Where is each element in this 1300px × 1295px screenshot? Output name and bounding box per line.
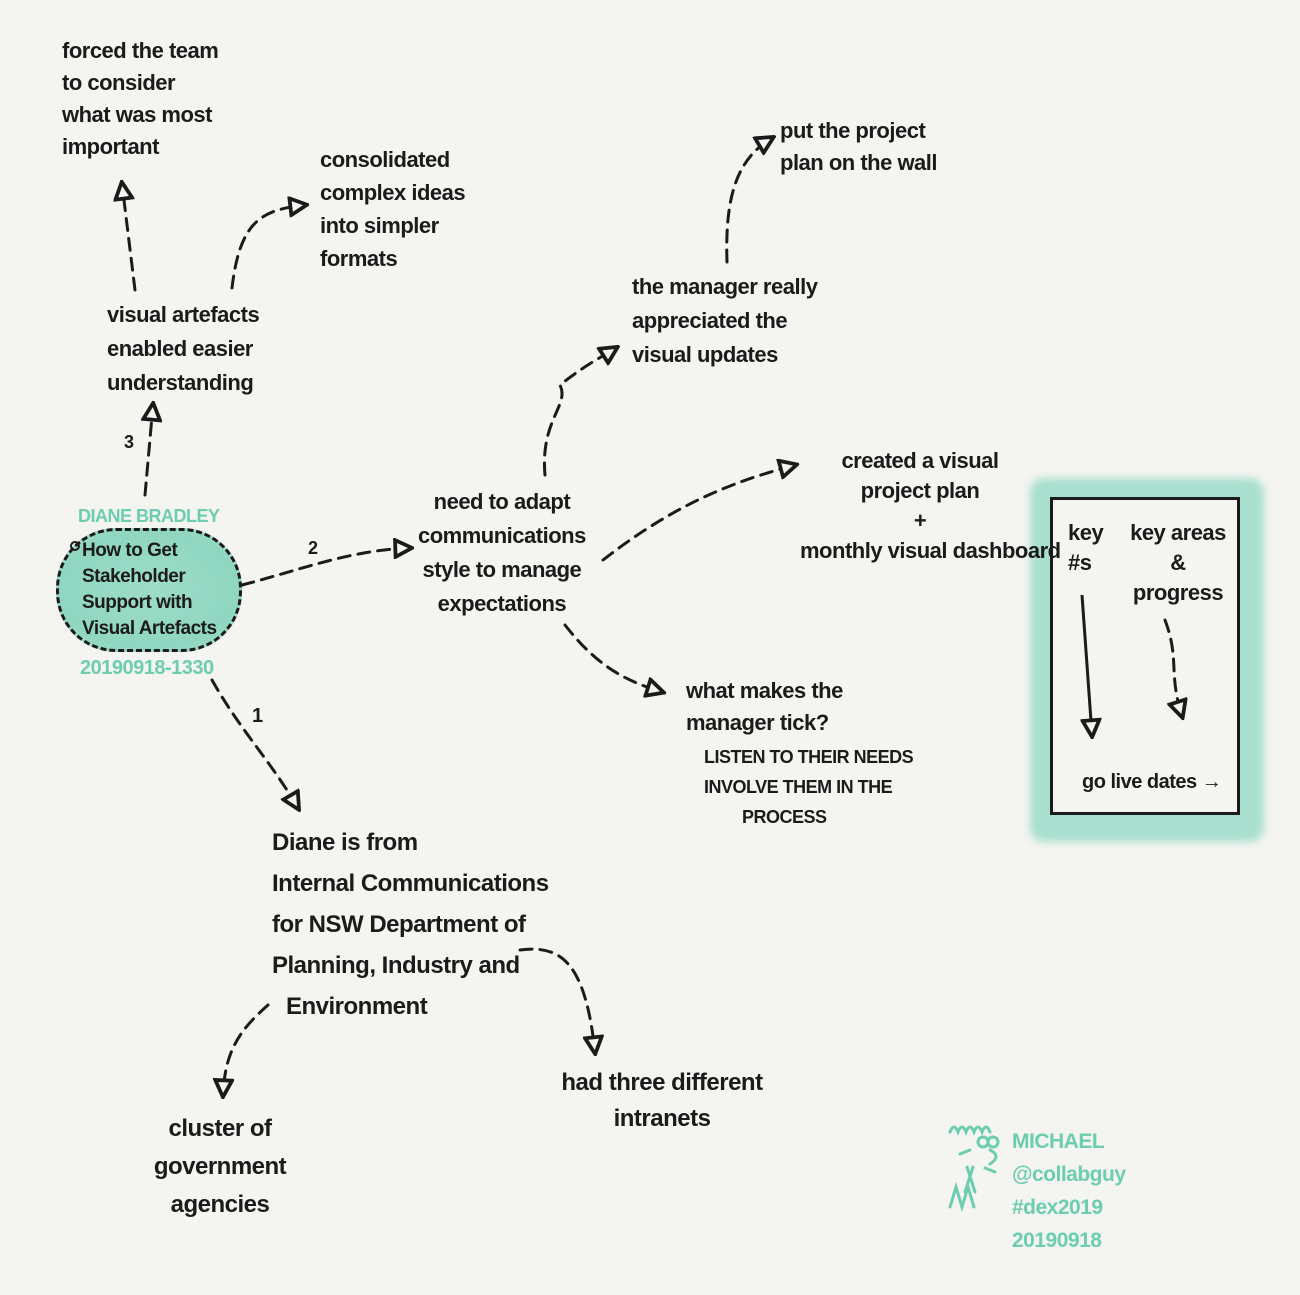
- center-topic-bubble: [56, 528, 242, 652]
- text-line: Planning, Industry and: [272, 952, 520, 979]
- text-line: progress: [1132, 580, 1224, 605]
- branch-label-2: 2: [308, 538, 318, 558]
- node-forced: forced the team to consider what was mos…: [62, 35, 219, 163]
- text-line: 20190918: [1012, 1229, 1102, 1252]
- text-line: the manager really: [632, 274, 818, 299]
- text-line: expectations: [437, 591, 567, 616]
- arrow-key-numbers: [1082, 594, 1092, 735]
- text-line: Diane is from: [272, 829, 418, 856]
- center-topic-title: How to Get Stakeholder Support with Visu…: [82, 538, 217, 642]
- text-line: appreciated the: [632, 308, 788, 333]
- dashboard-key-areas: key areas & progress: [1128, 518, 1228, 608]
- session-timestamp: 20190918-1330: [80, 657, 214, 679]
- text-line: style to manage: [422, 557, 582, 582]
- text-line: created a visual: [841, 448, 999, 473]
- node-cluster: cluster of government agencies: [140, 1110, 300, 1224]
- text-line: need to adapt: [433, 489, 571, 514]
- text-line: key areas: [1130, 520, 1226, 545]
- speaker-name: DIANE BRADLEY: [78, 506, 220, 526]
- text-line: forced the team: [62, 38, 219, 63]
- text-line: what makes the: [686, 678, 843, 703]
- text-line: plan on the wall: [780, 150, 938, 175]
- text-line: monthly visual dashboard: [800, 538, 1061, 563]
- text-line: put the project: [780, 118, 926, 143]
- arrow-to-forced: [122, 184, 137, 292]
- text-line: had three different: [561, 1069, 763, 1096]
- dashboard-go-live-dates: go live dates →: [1082, 771, 1222, 793]
- text-line: for NSW Department of: [272, 911, 526, 938]
- arrow-to-cluster: [223, 1003, 270, 1095]
- node-consolidated: consolidated complex ideas into simpler …: [320, 143, 466, 275]
- node-what-makes: what makes the manager tick?: [686, 675, 843, 739]
- text-line: formats: [320, 246, 398, 271]
- arrow-to-need-to-adapt: [240, 548, 410, 587]
- text-line: Internal Communications: [272, 870, 549, 897]
- bubble-start-dot: [70, 541, 80, 551]
- text-line: MICHAEL: [1012, 1130, 1105, 1153]
- text-line: communications: [418, 523, 586, 548]
- text-line: visual artefacts: [107, 302, 260, 327]
- text-line: LISTEN TO THEIR NEEDS: [704, 747, 914, 767]
- arrow-to-intranets: [518, 947, 595, 1052]
- text-line: +: [913, 508, 927, 533]
- text-line: understanding: [107, 370, 254, 395]
- text-line: complex ideas: [320, 180, 466, 205]
- text-line: into simpler: [320, 213, 439, 238]
- text-line: INVOLVE THEM IN THE: [704, 777, 893, 797]
- arrow-to-project-wall: [725, 138, 772, 264]
- text-line: what was most: [62, 102, 212, 127]
- node-created-visual: created a visual project plan + monthly …: [800, 446, 1061, 566]
- arrow-progress: [1163, 618, 1182, 716]
- dashboard-key-numbers: key #s: [1068, 518, 1104, 578]
- text-line: intranets: [613, 1105, 711, 1132]
- node-listen: LISTEN TO THEIR NEEDS INVOLVE THEM IN TH…: [704, 742, 914, 832]
- text-line: enabled easier: [107, 336, 253, 361]
- text-line: How to Get: [82, 540, 178, 561]
- node-manager-appreciated: the manager really appreciated the visua…: [632, 270, 818, 372]
- text-line: project plan: [860, 478, 980, 503]
- node-project-plan-wall: put the project plan on the wall: [780, 115, 938, 179]
- branch-label-1: 1: [252, 705, 263, 727]
- dashboard-sketch-frame: [1050, 497, 1240, 815]
- text-line: visual updates: [632, 342, 778, 367]
- arrow-to-visual-artefacts: [145, 405, 153, 497]
- text-line: PROCESS: [742, 807, 827, 827]
- text-line: Stakeholder: [82, 566, 186, 587]
- text-line: manager tick?: [686, 710, 829, 735]
- arrow-to-created-visual: [601, 465, 795, 562]
- text-line: to consider: [62, 70, 176, 95]
- branch-label-3: 3: [124, 432, 134, 452]
- text-line: government: [153, 1153, 287, 1180]
- text-line: key: [1068, 520, 1104, 545]
- artist-signature: MICHAEL @collabguy #dex2019 20190918: [1012, 1125, 1126, 1257]
- text-line: cluster of: [168, 1115, 272, 1142]
- text-line: #dex2019: [1012, 1196, 1103, 1219]
- arrow-to-diane-from: [210, 678, 298, 808]
- text-line: consolidated: [320, 147, 450, 172]
- text-line: agencies: [170, 1191, 270, 1218]
- text-line: important: [62, 134, 159, 159]
- node-need-to-adapt: need to adapt communications style to ma…: [418, 485, 586, 621]
- text-line: Environment: [286, 993, 428, 1020]
- text-line: Visual Artefacts: [82, 618, 217, 639]
- arrow-to-manager: [542, 348, 616, 477]
- arrow-to-what-makes: [563, 623, 662, 692]
- artist-avatar-icon: [948, 1125, 1000, 1212]
- arrow-to-consolidated: [230, 205, 305, 290]
- text-line: #s: [1068, 550, 1092, 575]
- node-diane-from: Diane is from Internal Communications fo…: [272, 822, 549, 1027]
- text-line: Support with: [82, 592, 193, 613]
- text-line: &: [1170, 550, 1186, 575]
- text-line: @collabguy: [1012, 1163, 1126, 1186]
- node-three-intranets: had three different intranets: [552, 1065, 772, 1137]
- node-visual-artefacts: visual artefacts enabled easier understa…: [107, 298, 260, 400]
